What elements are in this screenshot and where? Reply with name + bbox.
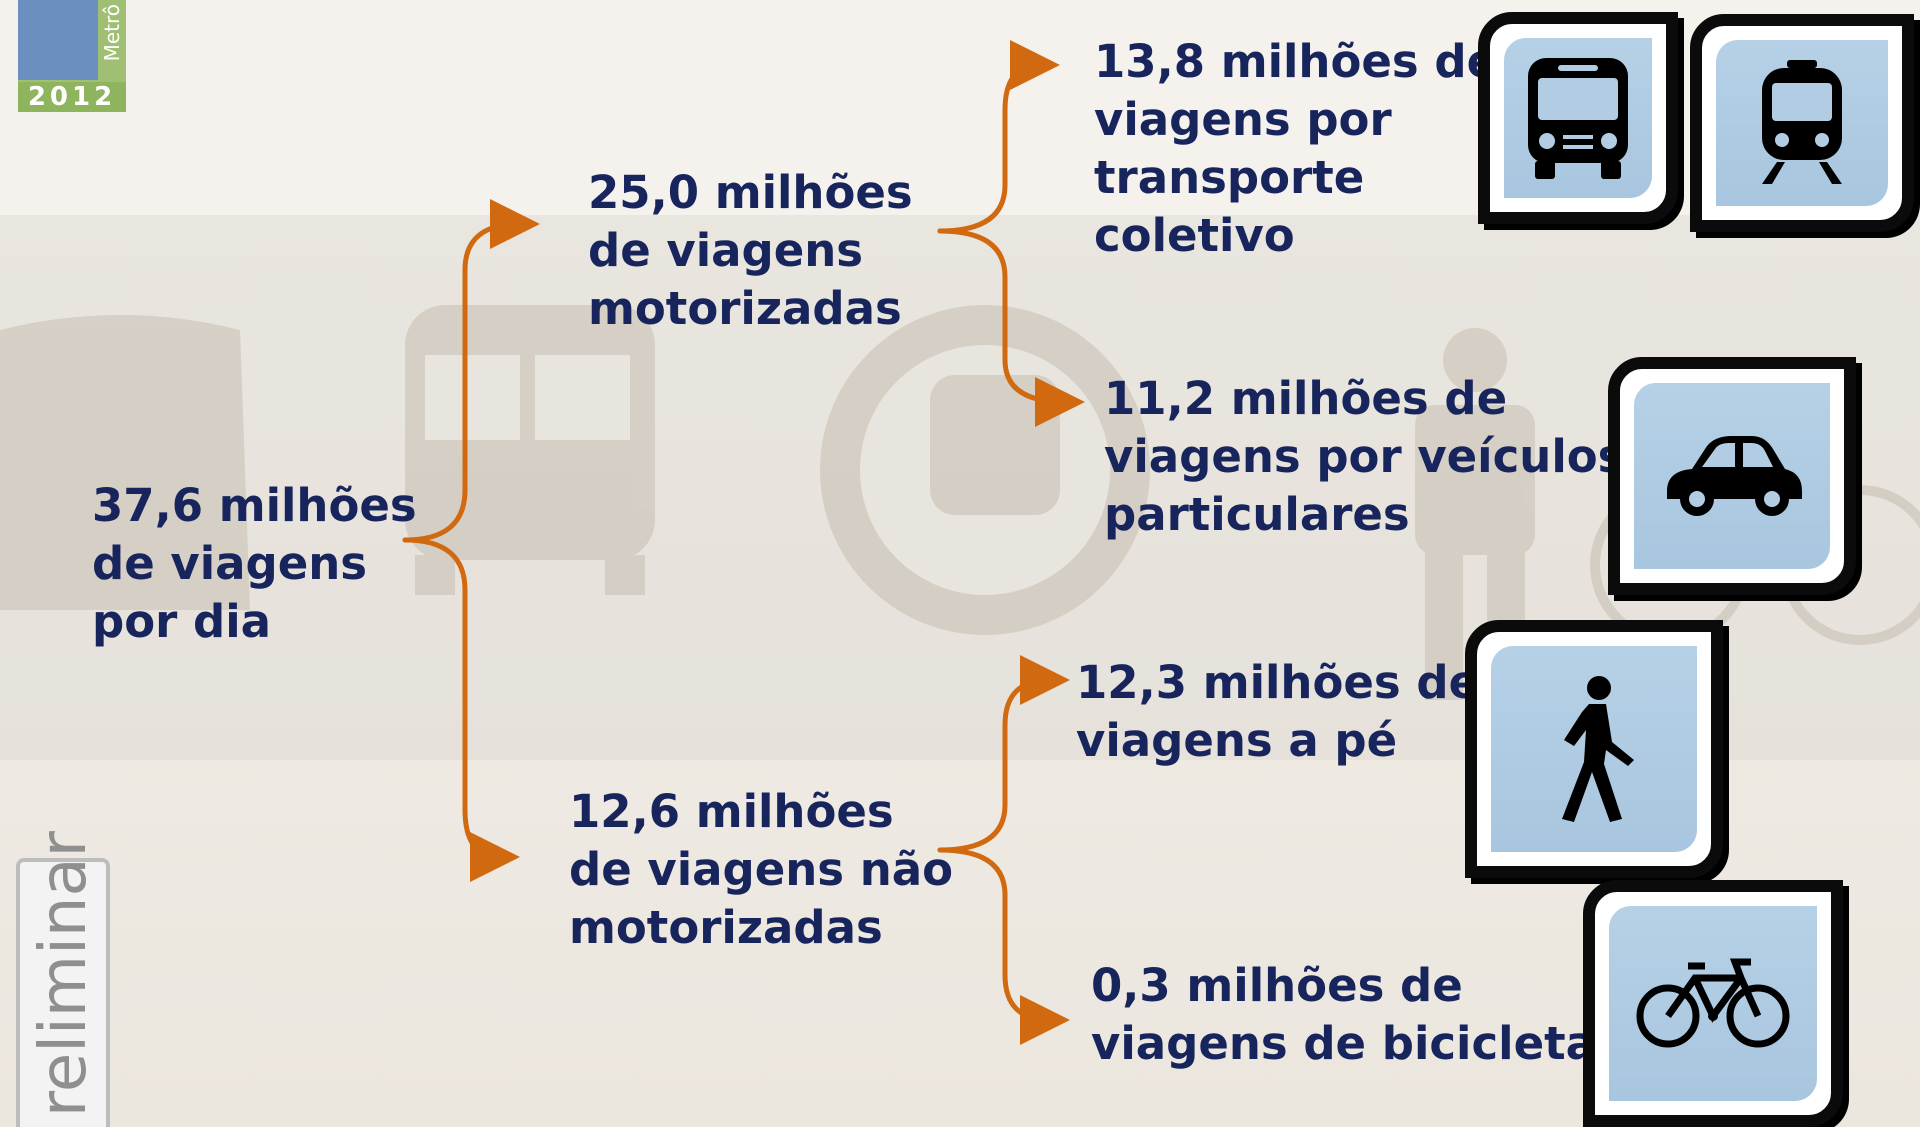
text-line: por dia <box>92 595 271 648</box>
text-line: transporte <box>1094 151 1365 204</box>
motorized-bracket-upper <box>937 40 1060 234</box>
text-line: de viagens <box>92 537 368 590</box>
text-line: particulares <box>1104 488 1410 541</box>
bus-tile <box>1478 12 1678 224</box>
text-line: viagens por <box>1094 93 1392 146</box>
text-line: viagens por veículos <box>1104 430 1625 483</box>
text-line: 0,3 milhões de <box>1091 959 1463 1012</box>
text-line: 12,6 milhões <box>569 785 894 838</box>
nonmotorized-bracket-upper <box>937 655 1070 853</box>
motorized-bracket-lower <box>937 228 1085 427</box>
text-line: motorizadas <box>569 901 883 954</box>
root-node-text: 37,6 milhões de viagens por dia <box>92 477 417 651</box>
train-icon <box>1762 60 1842 184</box>
stamp-text: reliminar <box>27 830 101 1117</box>
collective-node-text: 13,8 milhões de viagens por transporte c… <box>1094 33 1497 265</box>
car-tile-panel <box>1634 383 1830 569</box>
bus-icon <box>1528 58 1628 179</box>
text-line: 12,3 milhões de <box>1076 656 1480 709</box>
text-line: 37,6 milhões <box>92 479 417 532</box>
car-tile <box>1608 357 1856 595</box>
text-line: 11,2 milhões de <box>1104 372 1508 425</box>
preliminary-stamp: reliminar <box>16 831 110 1127</box>
text-line: viagens a pé <box>1076 714 1398 767</box>
bg-bus-icon <box>405 305 655 595</box>
pesquisa-logo: Metrô 2012 <box>18 0 126 112</box>
non-motorized-node-text: 12,6 milhões de viagens não motorizadas <box>569 783 953 957</box>
nonmotorized-bracket-lower <box>937 847 1070 1045</box>
car-icon <box>1667 436 1802 516</box>
private-node-text: 11,2 milhões de viagens por veículos par… <box>1104 370 1624 544</box>
train-tile <box>1690 14 1914 232</box>
text-line: 25,0 milhões <box>588 166 913 219</box>
cycling-node-text: 0,3 milhões de viagens de bicicleta <box>1091 957 1596 1073</box>
pedestrian-icon <box>1562 676 1634 822</box>
root-bracket-lower <box>402 537 520 882</box>
text-line: de viagens <box>588 224 864 277</box>
train-tile-panel <box>1716 40 1888 206</box>
bicycle-tile-panel <box>1609 906 1817 1101</box>
text-line: motorizadas <box>588 282 902 335</box>
walking-node-text: 12,3 milhões de viagens a pé <box>1076 654 1479 770</box>
text-line: coletivo <box>1094 209 1295 262</box>
pedestrian-tile <box>1465 620 1723 878</box>
logo-side-text: Metrô <box>100 4 124 62</box>
text-line: de viagens não <box>569 843 954 896</box>
text-line: viagens de bicicleta <box>1091 1017 1596 1070</box>
bicycle-icon <box>1636 958 1790 1047</box>
bg-tram-icon <box>0 315 250 610</box>
bicycle-tile <box>1583 880 1843 1127</box>
text-line: 13,8 milhões de <box>1094 35 1498 88</box>
logo-icons <box>18 0 98 80</box>
motorized-node-text: 25,0 milhões de viagens motorizadas <box>588 164 913 338</box>
bus-tile-panel <box>1504 38 1652 198</box>
logo-year: 2012 <box>18 82 126 112</box>
pedestrian-tile-panel <box>1491 646 1697 852</box>
root-bracket-upper <box>402 199 540 543</box>
